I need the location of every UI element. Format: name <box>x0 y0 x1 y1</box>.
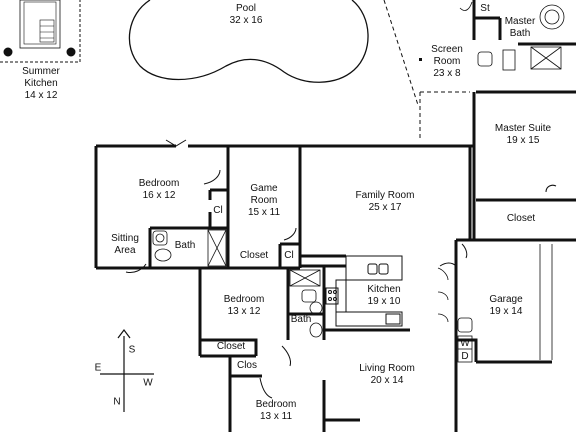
pool-outline <box>128 0 369 83</box>
game-closet-label: Closet <box>240 250 268 262</box>
game-closet-name: Closet <box>239 250 269 261</box>
screen-room-boundary <box>383 0 470 140</box>
summer-kitchen-name-2: Kitchen <box>24 78 58 89</box>
master-suite-label: Master Suite 19 x 15 <box>495 123 551 147</box>
master-bath-fixtures <box>459 1 565 71</box>
pool-name: Pool <box>235 3 256 14</box>
master-bath-label: Master Bath <box>505 16 536 40</box>
closet-cl-2-name: Cl <box>284 250 294 261</box>
living-room-name: Living Room <box>359 363 415 374</box>
bath-1-name: Bath <box>174 240 196 251</box>
living-room-label: Living Room 20 x 14 <box>359 363 415 387</box>
kitchen-label: Kitchen 19 x 10 <box>367 284 400 308</box>
pool-size: 32 x 16 <box>229 15 263 26</box>
screen-room-name-2: Room <box>433 56 461 67</box>
kitchen-name: Kitchen <box>367 284 401 295</box>
screen-room-post <box>419 58 422 61</box>
family-room-size: 25 x 17 <box>368 202 402 213</box>
bedroom-3-size: 13 x 11 <box>259 411 293 422</box>
pool-label: Pool 32 x 16 <box>230 3 263 27</box>
bedroom-2-closet-name: Closet <box>216 341 246 352</box>
storage-name: St <box>480 3 490 14</box>
screen-room-label: Screen Room 23 x 8 <box>431 44 463 80</box>
bath-2-label: Bath <box>291 314 312 326</box>
bedroom-3-name: Bedroom <box>255 399 297 410</box>
main-house-walls <box>94 144 552 432</box>
screen-room-size: 23 x 8 <box>433 68 461 79</box>
kitchen-size: 19 x 10 <box>367 296 401 307</box>
bedroom-2-label: Bedroom 13 x 12 <box>224 294 265 318</box>
compass <box>100 329 154 412</box>
bedroom-1-name: Bedroom <box>138 178 180 189</box>
bath-1-label: Bath <box>175 240 196 252</box>
closet-cl-1-label: Cl <box>213 205 222 217</box>
master-suite-name: Master Suite <box>494 123 552 134</box>
game-room-size: 15 x 11 <box>247 207 281 218</box>
summer-kitchen-size: 14 x 12 <box>24 90 58 101</box>
compass-west-label: W <box>143 377 153 389</box>
master-closet-name: Closet <box>506 213 536 224</box>
bedroom-1-label: Bedroom 16 x 12 <box>139 178 180 202</box>
master-bath-name-1: Master <box>504 16 536 27</box>
game-room-name-2: Room <box>250 195 278 206</box>
washer-name: W <box>460 338 470 349</box>
summer-kitchen-label: Summer Kitchen 14 x 12 <box>22 66 60 102</box>
sitting-area-label: Sitting Area <box>111 233 139 257</box>
compass-east-label: E <box>94 362 102 374</box>
compass-north-label: N <box>113 396 121 408</box>
kitchen-counters <box>325 255 403 327</box>
compass-south-label: S <box>128 344 136 356</box>
bedroom-3-label: Bedroom 13 x 11 <box>256 399 297 423</box>
door-swings <box>125 139 468 399</box>
bedroom-1-size: 16 x 12 <box>142 190 176 201</box>
master-door-swing <box>545 184 557 193</box>
bath-2-name: Bath <box>290 314 312 325</box>
bedroom-2-closet-label: Closet <box>217 341 245 353</box>
clos-name: Clos <box>236 360 258 371</box>
closet-cl-1-name: Cl <box>213 205 223 216</box>
clos-label: Clos <box>237 360 257 372</box>
summer-kitchen-outline <box>0 0 81 63</box>
summer-kitchen-name-1: Summer <box>22 66 60 77</box>
screen-room-name-1: Screen <box>431 44 463 55</box>
game-room-label: Game Room 15 x 11 <box>248 183 280 219</box>
living-room-size: 20 x 14 <box>370 375 404 386</box>
game-room-name-1: Game <box>250 183 278 194</box>
bath-2-fixtures <box>289 269 323 338</box>
garage-fixtures <box>437 244 553 363</box>
master-closet-label: Closet <box>507 213 535 225</box>
bath-1-fixtures <box>152 229 227 267</box>
master-suite-size: 19 x 15 <box>506 135 540 146</box>
garage-name: Garage <box>489 294 523 305</box>
sitting-area-name-1: Sitting <box>111 233 139 244</box>
bedroom-2-name: Bedroom <box>223 294 265 305</box>
garage-size: 19 x 14 <box>489 306 523 317</box>
family-room-label: Family Room 25 x 17 <box>356 190 415 214</box>
bedroom-2-size: 13 x 12 <box>227 306 261 317</box>
dryer-name: D <box>461 351 469 362</box>
family-room-name: Family Room <box>355 190 415 201</box>
dryer-label: D <box>461 351 468 363</box>
washer-label: W <box>460 338 469 350</box>
garage-label: Garage 19 x 14 <box>489 294 522 318</box>
master-bath-name-2: Bath <box>509 28 531 39</box>
closet-cl-2-label: Cl <box>284 250 293 262</box>
sitting-area-name-2: Area <box>114 245 136 256</box>
storage-label: St <box>480 3 489 15</box>
